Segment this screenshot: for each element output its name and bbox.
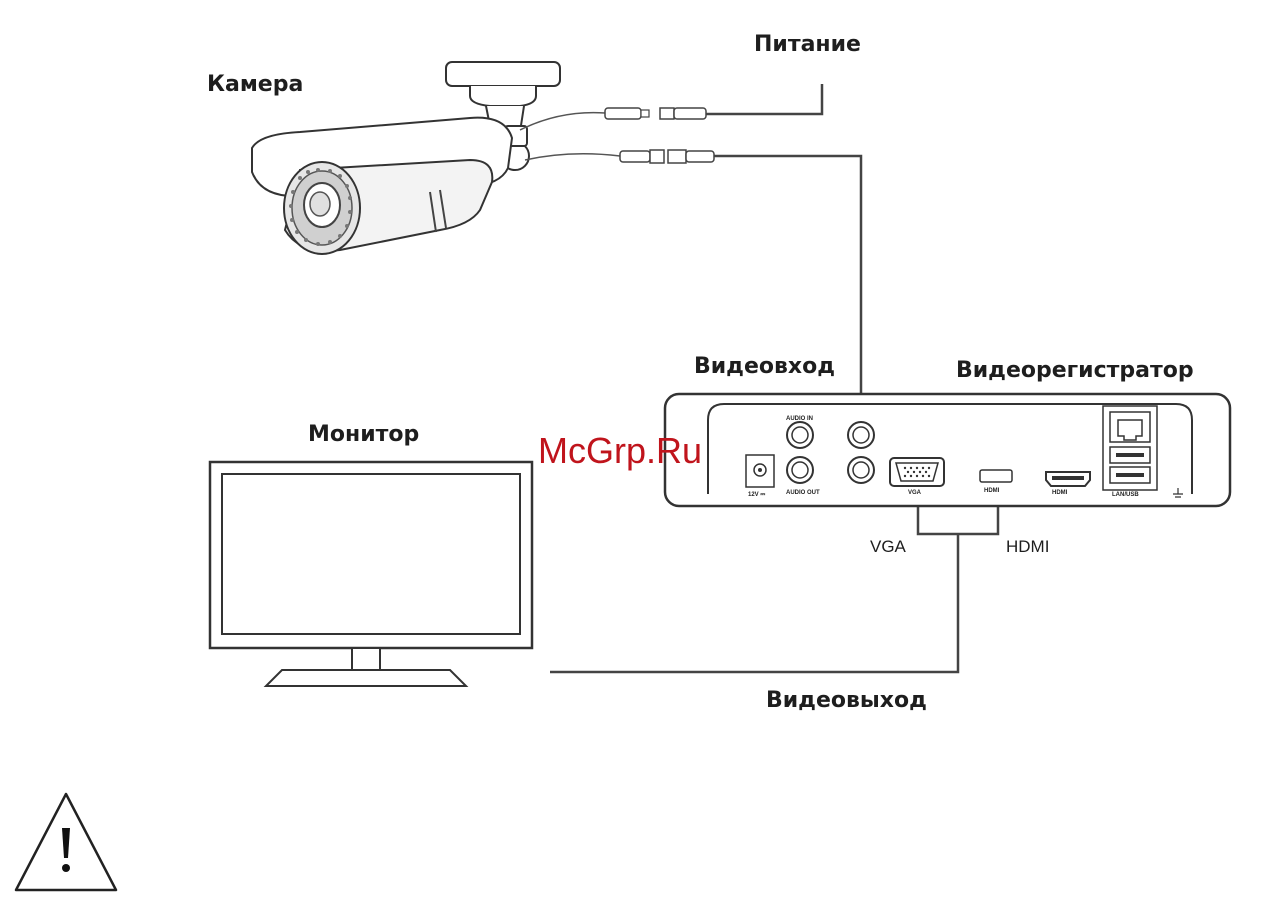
audio-in-text: AUDIO IN [786,416,813,422]
camera-label: Камера [207,72,303,97]
video-in-cable-line [714,156,861,420]
watermark: McGrp.Ru [538,430,702,472]
camera-illustration [252,62,714,254]
hdmi-port-text: HDMI [1052,490,1068,496]
video-out-label: Видеовыход [766,688,927,713]
monitor-label: Монитор [308,422,419,447]
hdmi-small-port-text: HDMI [984,488,1000,494]
dvr-device: AUDIO IN AUDIO OUT 12V ⎓ VGA HDMI HDMI L… [665,394,1230,506]
power-label: Питание [754,32,861,57]
vga-port-text: VGA [908,490,922,496]
monitor-illustration [210,462,532,686]
warning-triangle-icon [16,794,116,890]
audio-out-text: AUDIO OUT [786,490,820,496]
lan-usb-text: LAN/USB [1112,492,1139,498]
hdmi-label: HDMI [1006,537,1049,557]
video-in-label: Видеовход [694,354,835,379]
dvr-label: Видеорегистратор [956,358,1194,383]
power-cable-line [706,84,822,114]
output-bracket-line [918,505,998,534]
vga-label: VGA [870,537,906,557]
power-dc-text: 12V ⎓ [748,492,765,498]
